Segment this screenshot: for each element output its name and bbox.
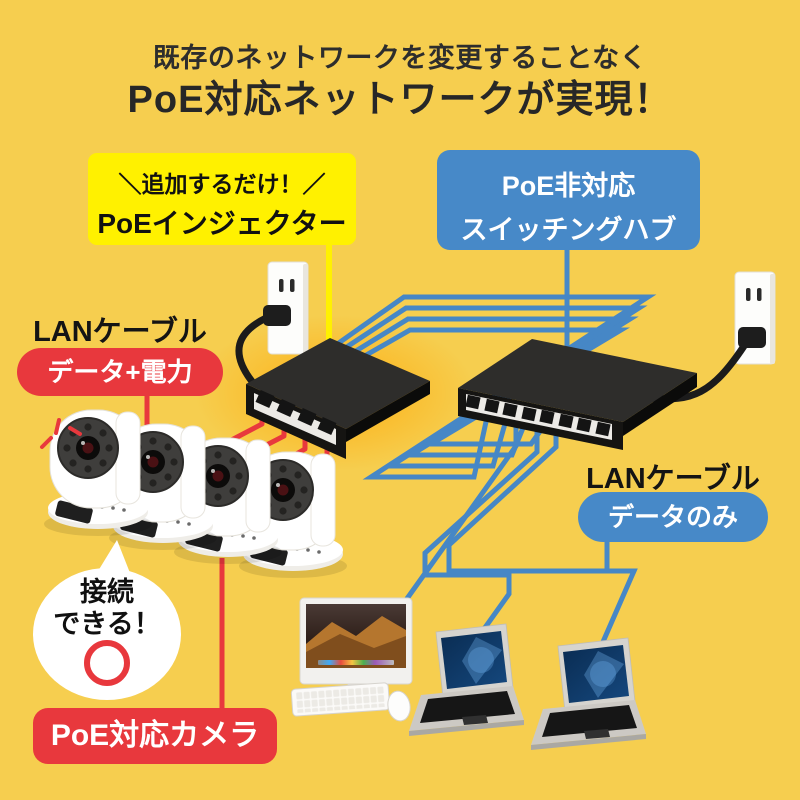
ok-circle-icon (84, 640, 130, 686)
bubble-text: 接続 できる！ (39, 576, 175, 640)
lan-data-tag: データのみ (578, 492, 768, 542)
keyboard (290, 682, 391, 717)
injector-label-line2: PoEインジェクター (97, 208, 347, 239)
poe-camera-label-box: PoE対応カメラ (33, 708, 277, 764)
lan-data-heading: LANケーブル (586, 463, 760, 495)
hub-label-line2: スイッチングハブ (460, 215, 677, 245)
lan-cables-hub-to-computers (403, 425, 638, 653)
injector-label-line1: ＼追加するだけ！／ (118, 171, 326, 197)
lan-power-heading: LANケーブル (33, 316, 207, 348)
mouse (387, 690, 411, 722)
poe-injector-device (246, 338, 430, 459)
bubble-line2: できる！ (53, 609, 161, 639)
injector-label-box: ＼追加するだけ！／ PoEインジェクター (88, 153, 356, 245)
power-cord-left (235, 314, 268, 387)
speech-bubble (33, 540, 181, 700)
emphasis-marks (40, 418, 82, 449)
bubble-line1: 接続 (80, 577, 134, 607)
laptop-pc-1 (408, 623, 525, 737)
desktop-pc (290, 597, 413, 722)
title-line2: PoE対応ネットワークが実現！ (127, 79, 673, 121)
switching-hub-device (458, 339, 697, 450)
hub-label-line1: PoE非対応 (501, 171, 636, 201)
poe-camera-1 (43, 409, 153, 537)
title-line1: 既存のネットワークを変更することなく (152, 43, 648, 73)
wall-outlet-left (235, 261, 309, 387)
power-plug-left (263, 305, 291, 326)
power-plug-right (738, 327, 766, 348)
laptop-pc-2 (530, 637, 647, 751)
lan-power-tag: データ+電力 (17, 348, 223, 396)
hub-label-box: PoE非対応 スイッチングハブ (437, 150, 700, 250)
